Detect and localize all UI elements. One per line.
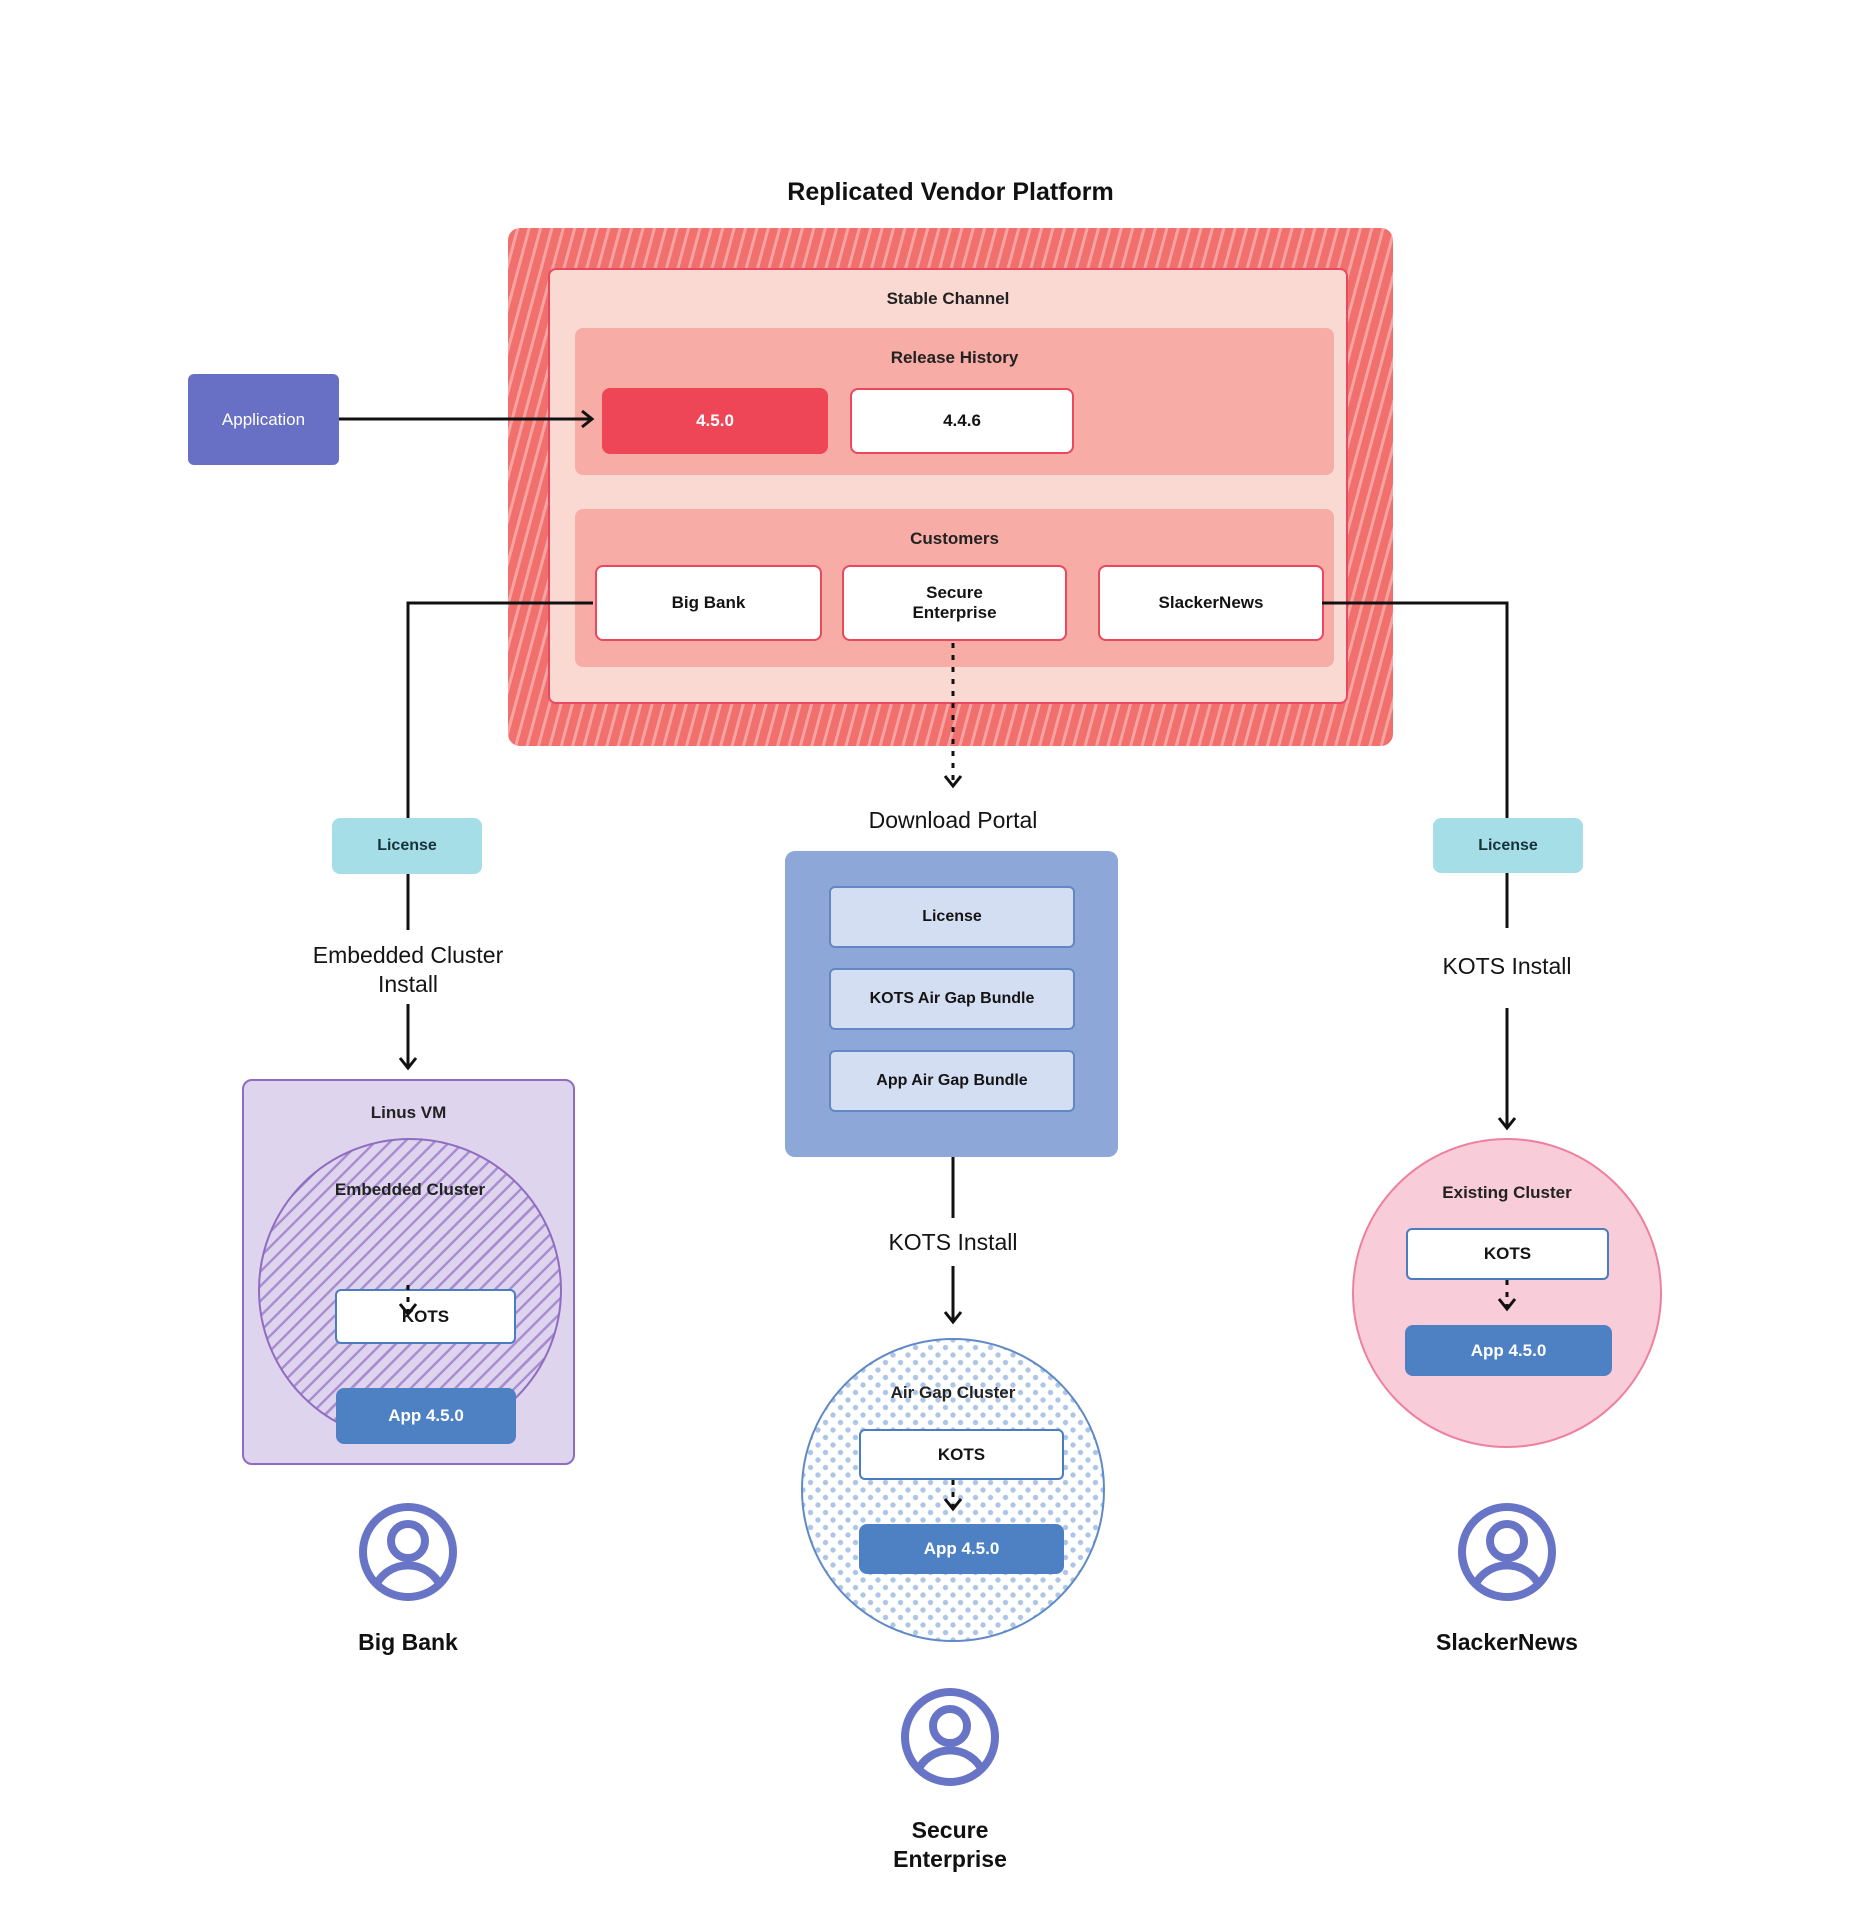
stable-channel-label: Stable Channel	[886, 289, 1010, 308]
existing-kots-node: KOTS	[1406, 1228, 1609, 1280]
slackernews-name-label: SlackerNews	[1436, 1629, 1578, 1655]
kots-install-label-middle: KOTS Install	[888, 1229, 1018, 1255]
stable-channel-box: Stable Channel Release History 4.5.0 4.4…	[548, 268, 1348, 704]
download-portal-label: Download Portal	[868, 807, 1038, 833]
existing-cluster-circle: Existing Cluster KOTS App 4.5.0	[1352, 1138, 1662, 1448]
embedded-cluster-install-label: Embedded Cluster Install	[312, 942, 504, 997]
kots-install-label-right: KOTS Install	[1442, 953, 1572, 979]
download-portal-box: License KOTS Air Gap Bundle App Air Gap …	[785, 851, 1118, 1157]
customer-node-big-bank: Big Bank	[595, 565, 822, 641]
embedded-app-node: App 4.5.0	[336, 1388, 516, 1444]
customer-node-slackernews: SlackerNews	[1098, 565, 1324, 641]
release-node-previous: 4.4.6	[850, 388, 1074, 454]
secure-enterprise-user-icon	[900, 1687, 1000, 1787]
application-node: Application	[188, 374, 339, 465]
big-bank-user-icon	[358, 1502, 458, 1602]
linus-vm-box: Linus VM Embedded Cluster KOTS App 4.5.0	[242, 1079, 575, 1465]
secure-enterprise-name-label: Secure Enterprise	[893, 1817, 1007, 1872]
portal-app-airgap-bundle-node: App Air Gap Bundle	[829, 1050, 1075, 1112]
slackernews-user-icon	[1457, 1502, 1557, 1602]
embedded-cluster-circle: Embedded Cluster KOTS App 4.5.0	[258, 1138, 562, 1444]
release-history-label: Release History	[890, 348, 1019, 367]
linus-vm-label: Linus VM	[370, 1103, 447, 1122]
existing-cluster-label: Existing Cluster	[1442, 1183, 1572, 1202]
air-gap-cluster-circle: Air Gap Cluster KOTS App 4.5.0	[801, 1338, 1105, 1642]
slackernews-license-node: License	[1433, 818, 1583, 873]
embedded-cluster-label: Embedded Cluster	[334, 1180, 486, 1199]
air-gap-kots-node: KOTS	[859, 1429, 1064, 1480]
customer-node-secure-enterprise: Secure Enterprise	[842, 565, 1067, 641]
release-node-current: 4.5.0	[602, 388, 828, 454]
page-title: Replicated Vendor Platform	[787, 178, 1114, 206]
release-history-section: Release History 4.5.0 4.4.6	[575, 328, 1334, 475]
air-gap-app-node: App 4.5.0	[859, 1524, 1064, 1574]
replicated-vendor-platform-box: Stable Channel Release History 4.5.0 4.4…	[508, 228, 1393, 746]
customers-section: Customers Big Bank Secure Enterprise Sla…	[575, 509, 1334, 667]
air-gap-cluster-label: Air Gap Cluster	[890, 1383, 1016, 1402]
existing-app-node: App 4.5.0	[1405, 1325, 1612, 1376]
big-bank-license-node: License	[332, 818, 482, 874]
portal-kots-airgap-bundle-node: KOTS Air Gap Bundle	[829, 968, 1075, 1030]
embedded-kots-node: KOTS	[335, 1289, 516, 1344]
portal-license-node: License	[829, 886, 1075, 948]
big-bank-name-label: Big Bank	[358, 1629, 458, 1655]
customers-label: Customers	[910, 529, 999, 548]
